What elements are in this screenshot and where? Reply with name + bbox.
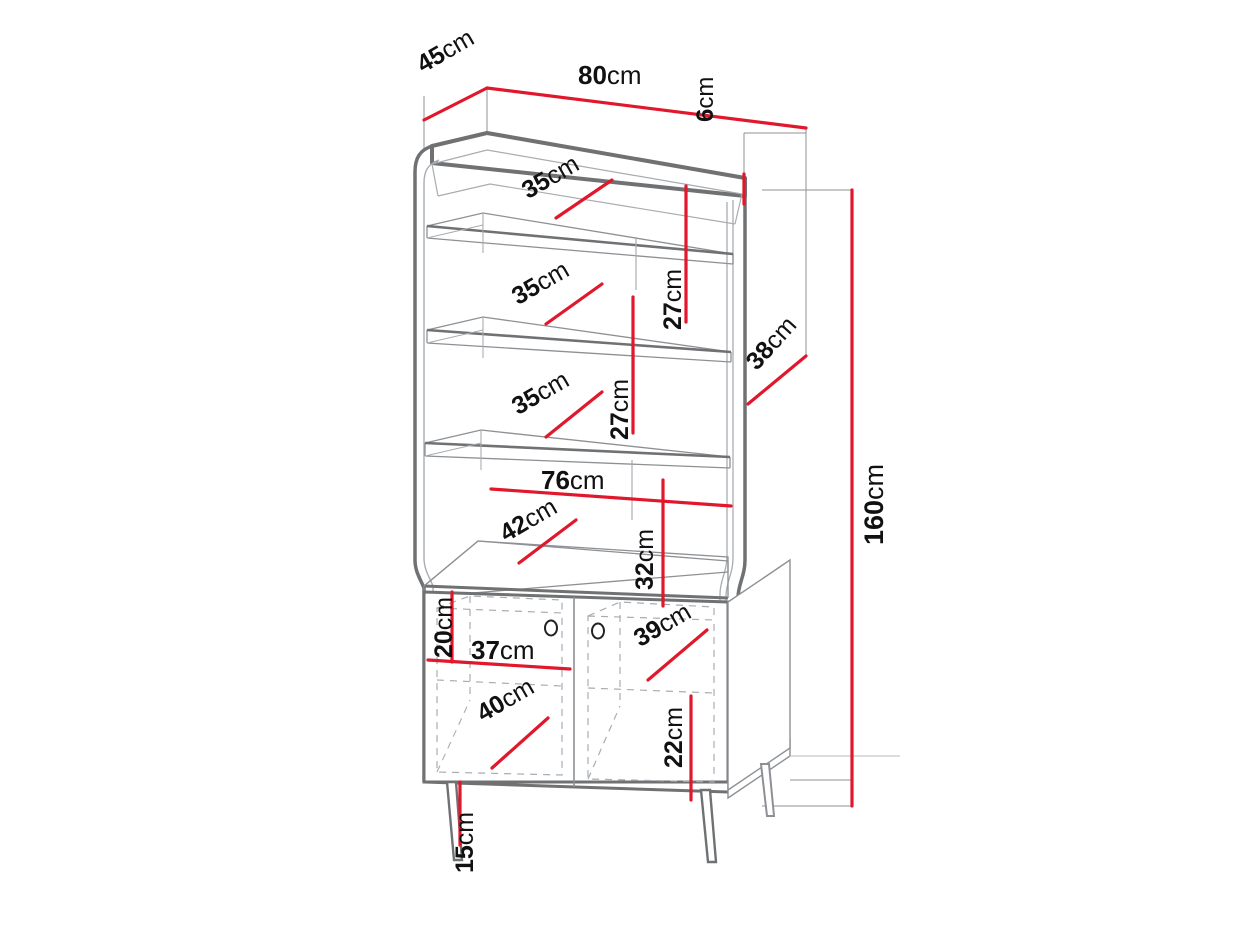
dimline-42 bbox=[517, 518, 578, 565]
door-knob-left[interactable] bbox=[544, 619, 558, 637]
dim-value-15: 15 bbox=[451, 845, 479, 873]
dim-unit-160: cm bbox=[859, 463, 889, 500]
dim-label-20cm: 20cm bbox=[430, 596, 458, 658]
dimline-45 bbox=[422, 86, 489, 122]
dim-value-22: 22 bbox=[660, 740, 688, 768]
dim-label-15cm: 15cm bbox=[451, 811, 479, 873]
left-door-diagonal-dashed bbox=[436, 699, 471, 773]
dim-unit-27-1: cm bbox=[659, 268, 687, 303]
left-side-panel-inner-line bbox=[423, 159, 440, 776]
dim-unit-37: cm bbox=[499, 635, 535, 665]
dimline-35-3 bbox=[544, 390, 604, 439]
shelf-3-front-edge bbox=[424, 441, 731, 459]
dim-value-80: 80 bbox=[578, 60, 607, 90]
dim-unit-32: cm bbox=[631, 528, 659, 563]
dim-label-160cm: 160cm bbox=[859, 463, 889, 545]
dim-label-22cm: 22cm bbox=[660, 706, 688, 768]
extension-lines bbox=[423, 88, 852, 807]
leg-rear-right bbox=[759, 763, 776, 817]
shelf-2-front-edge bbox=[426, 328, 732, 354]
leg-front-right bbox=[699, 788, 718, 864]
dim-value-20: 20 bbox=[430, 630, 458, 658]
dim-value-160: 160 bbox=[859, 499, 889, 545]
dimline-38 bbox=[746, 354, 808, 406]
dim-value-32: 32 bbox=[631, 562, 659, 590]
base-top-perspective bbox=[423, 540, 729, 598]
leg-front-left bbox=[445, 780, 464, 862]
dimline-39 bbox=[646, 628, 709, 682]
dimline-35-1 bbox=[554, 178, 614, 220]
dim-value-6: 6 bbox=[692, 108, 719, 122]
dim-value-76: 76 bbox=[541, 465, 570, 495]
interior-perspective-lines bbox=[424, 213, 484, 470]
dim-value-27-2: 27 bbox=[606, 412, 634, 440]
right-door-interior-dashed bbox=[587, 601, 715, 783]
dim-label-27cm-middle: 27cm bbox=[606, 378, 634, 440]
cabinet-right-face bbox=[727, 558, 791, 792]
dim-label-32cm: 32cm bbox=[631, 528, 659, 590]
dim-unit-76: cm bbox=[569, 465, 605, 495]
dim-label-37cm: 37cm bbox=[471, 637, 535, 663]
dimline-37 bbox=[426, 658, 572, 671]
dim-label-27cm-upper: 27cm bbox=[659, 268, 687, 330]
left-side-panel bbox=[413, 144, 433, 782]
dim-label-80cm: 80cm bbox=[578, 62, 642, 88]
dim-label-6cm: 6cm bbox=[692, 76, 719, 122]
right-side-panel-inner bbox=[719, 200, 734, 778]
dimension-lines bbox=[422, 86, 854, 847]
base-top-surface bbox=[423, 584, 729, 600]
inner-top-surface bbox=[431, 149, 743, 225]
dim-unit-6: cm bbox=[692, 76, 719, 109]
dim-unit-27-2: cm bbox=[606, 378, 634, 413]
dimline-35-2 bbox=[544, 282, 604, 326]
dim-unit-20: cm bbox=[430, 596, 458, 631]
door-knob-right[interactable] bbox=[591, 622, 605, 640]
dim-unit-15: cm bbox=[451, 811, 479, 846]
dim-label-76cm: 76cm bbox=[541, 467, 605, 493]
dim-unit-80: cm bbox=[606, 60, 642, 90]
dimline-40 bbox=[490, 716, 550, 770]
shelf-1-front-edge bbox=[426, 224, 734, 256]
dimline-80 bbox=[485, 86, 808, 130]
dim-value-27-1: 27 bbox=[659, 302, 687, 330]
dimline-76 bbox=[489, 487, 733, 508]
dim-value-37: 37 bbox=[471, 635, 500, 665]
dim-unit-22: cm bbox=[660, 706, 688, 741]
